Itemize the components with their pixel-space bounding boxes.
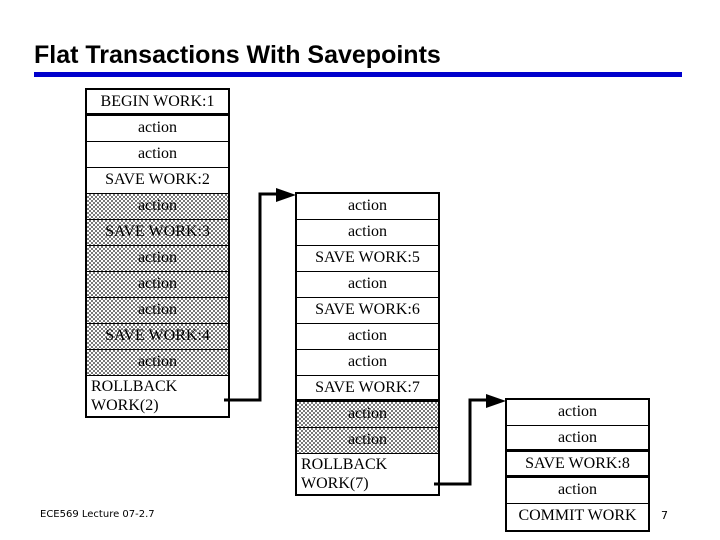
rollback-7-to-column-3-arrow <box>434 394 514 490</box>
title-block: Flat Transactions With Savepoints <box>34 40 682 77</box>
txn-cell: SAVE WORK:8 <box>507 452 648 478</box>
title-underline-rule <box>34 72 682 77</box>
txn-cell: SAVE WORK:2 <box>87 168 228 194</box>
txn-cell-label: SAVE WORK:8 <box>525 455 630 472</box>
txn-cell-label: SAVE WORK:4 <box>105 327 210 344</box>
txn-cell: ROLLBACK WORK(2) <box>87 376 228 416</box>
txn-cell-label: action <box>137 301 178 318</box>
txn-cell: action <box>87 272 228 298</box>
txn-cell: action <box>297 324 438 350</box>
txn-cell: action <box>87 142 228 168</box>
txn-cell-label: SAVE WORK:2 <box>105 171 210 188</box>
txn-cell: action <box>507 426 648 452</box>
txn-cell-label: action <box>137 119 178 136</box>
txn-cell-label: action <box>347 353 388 370</box>
txn-cell-label: action <box>557 403 598 420</box>
page-title: Flat Transactions With Savepoints <box>34 41 441 69</box>
txn-cell: BEGIN WORK:1 <box>87 90 228 116</box>
txn-cell-label: action <box>137 275 178 292</box>
txn-cell: SAVE WORK:3 <box>87 220 228 246</box>
txn-cell-label: action <box>557 429 598 446</box>
txn-cell: action <box>297 428 438 454</box>
txn-cell: action <box>87 246 228 272</box>
txn-cell-label: action <box>347 405 388 422</box>
txn-cell-label: action <box>347 275 388 292</box>
txn-cell: action <box>507 478 648 504</box>
txn-cell: COMMIT WORK <box>507 504 648 530</box>
txn-cell-label: action <box>137 353 178 370</box>
txn-cell-label: action <box>557 481 598 498</box>
txn-cell-label: SAVE WORK:7 <box>315 379 420 396</box>
txn-cell-label: action <box>137 249 178 266</box>
txn-cell-label: action <box>347 431 388 448</box>
rollback-2-to-column-2-arrow <box>224 188 304 406</box>
txn-cell: ROLLBACK WORK(7) <box>297 454 438 494</box>
txn-cell-label: BEGIN WORK:1 <box>100 93 215 110</box>
txn-cell-label: action <box>347 223 388 240</box>
txn-cell: action <box>87 350 228 376</box>
txn-cell: action <box>297 220 438 246</box>
txn-cell-label: action <box>137 145 178 162</box>
txn-cell-label: SAVE WORK:6 <box>315 301 420 318</box>
footer-lecture-label: ECE569 Lecture 07-2.7 <box>40 509 155 520</box>
txn-cell-label: action <box>347 197 388 214</box>
footer-page-number: 7 <box>661 509 668 522</box>
txn-cell-label: COMMIT WORK <box>518 507 637 524</box>
txn-cell-label: SAVE WORK:3 <box>105 223 210 240</box>
txn-cell-label: action <box>137 197 178 214</box>
txn-cell: SAVE WORK:7 <box>297 376 438 402</box>
txn-cell: SAVE WORK:4 <box>87 324 228 350</box>
txn-cell: action <box>87 194 228 220</box>
txn-cell: action <box>87 116 228 142</box>
txn-cell: action <box>297 194 438 220</box>
txn-cell: action <box>297 402 438 428</box>
txn-cell: action <box>297 350 438 376</box>
txn-cell-label: ROLLBACK WORK(7) <box>301 456 388 492</box>
txn-cell-label: action <box>347 327 388 344</box>
txn-cell: action <box>87 298 228 324</box>
txn-cell-label: SAVE WORK:5 <box>315 249 420 266</box>
txn-cell: SAVE WORK:5 <box>297 246 438 272</box>
txn-cell: action <box>297 272 438 298</box>
txn-cell: SAVE WORK:6 <box>297 298 438 324</box>
txn-cell-label: ROLLBACK WORK(2) <box>91 378 178 414</box>
txn-cell: action <box>507 400 648 426</box>
